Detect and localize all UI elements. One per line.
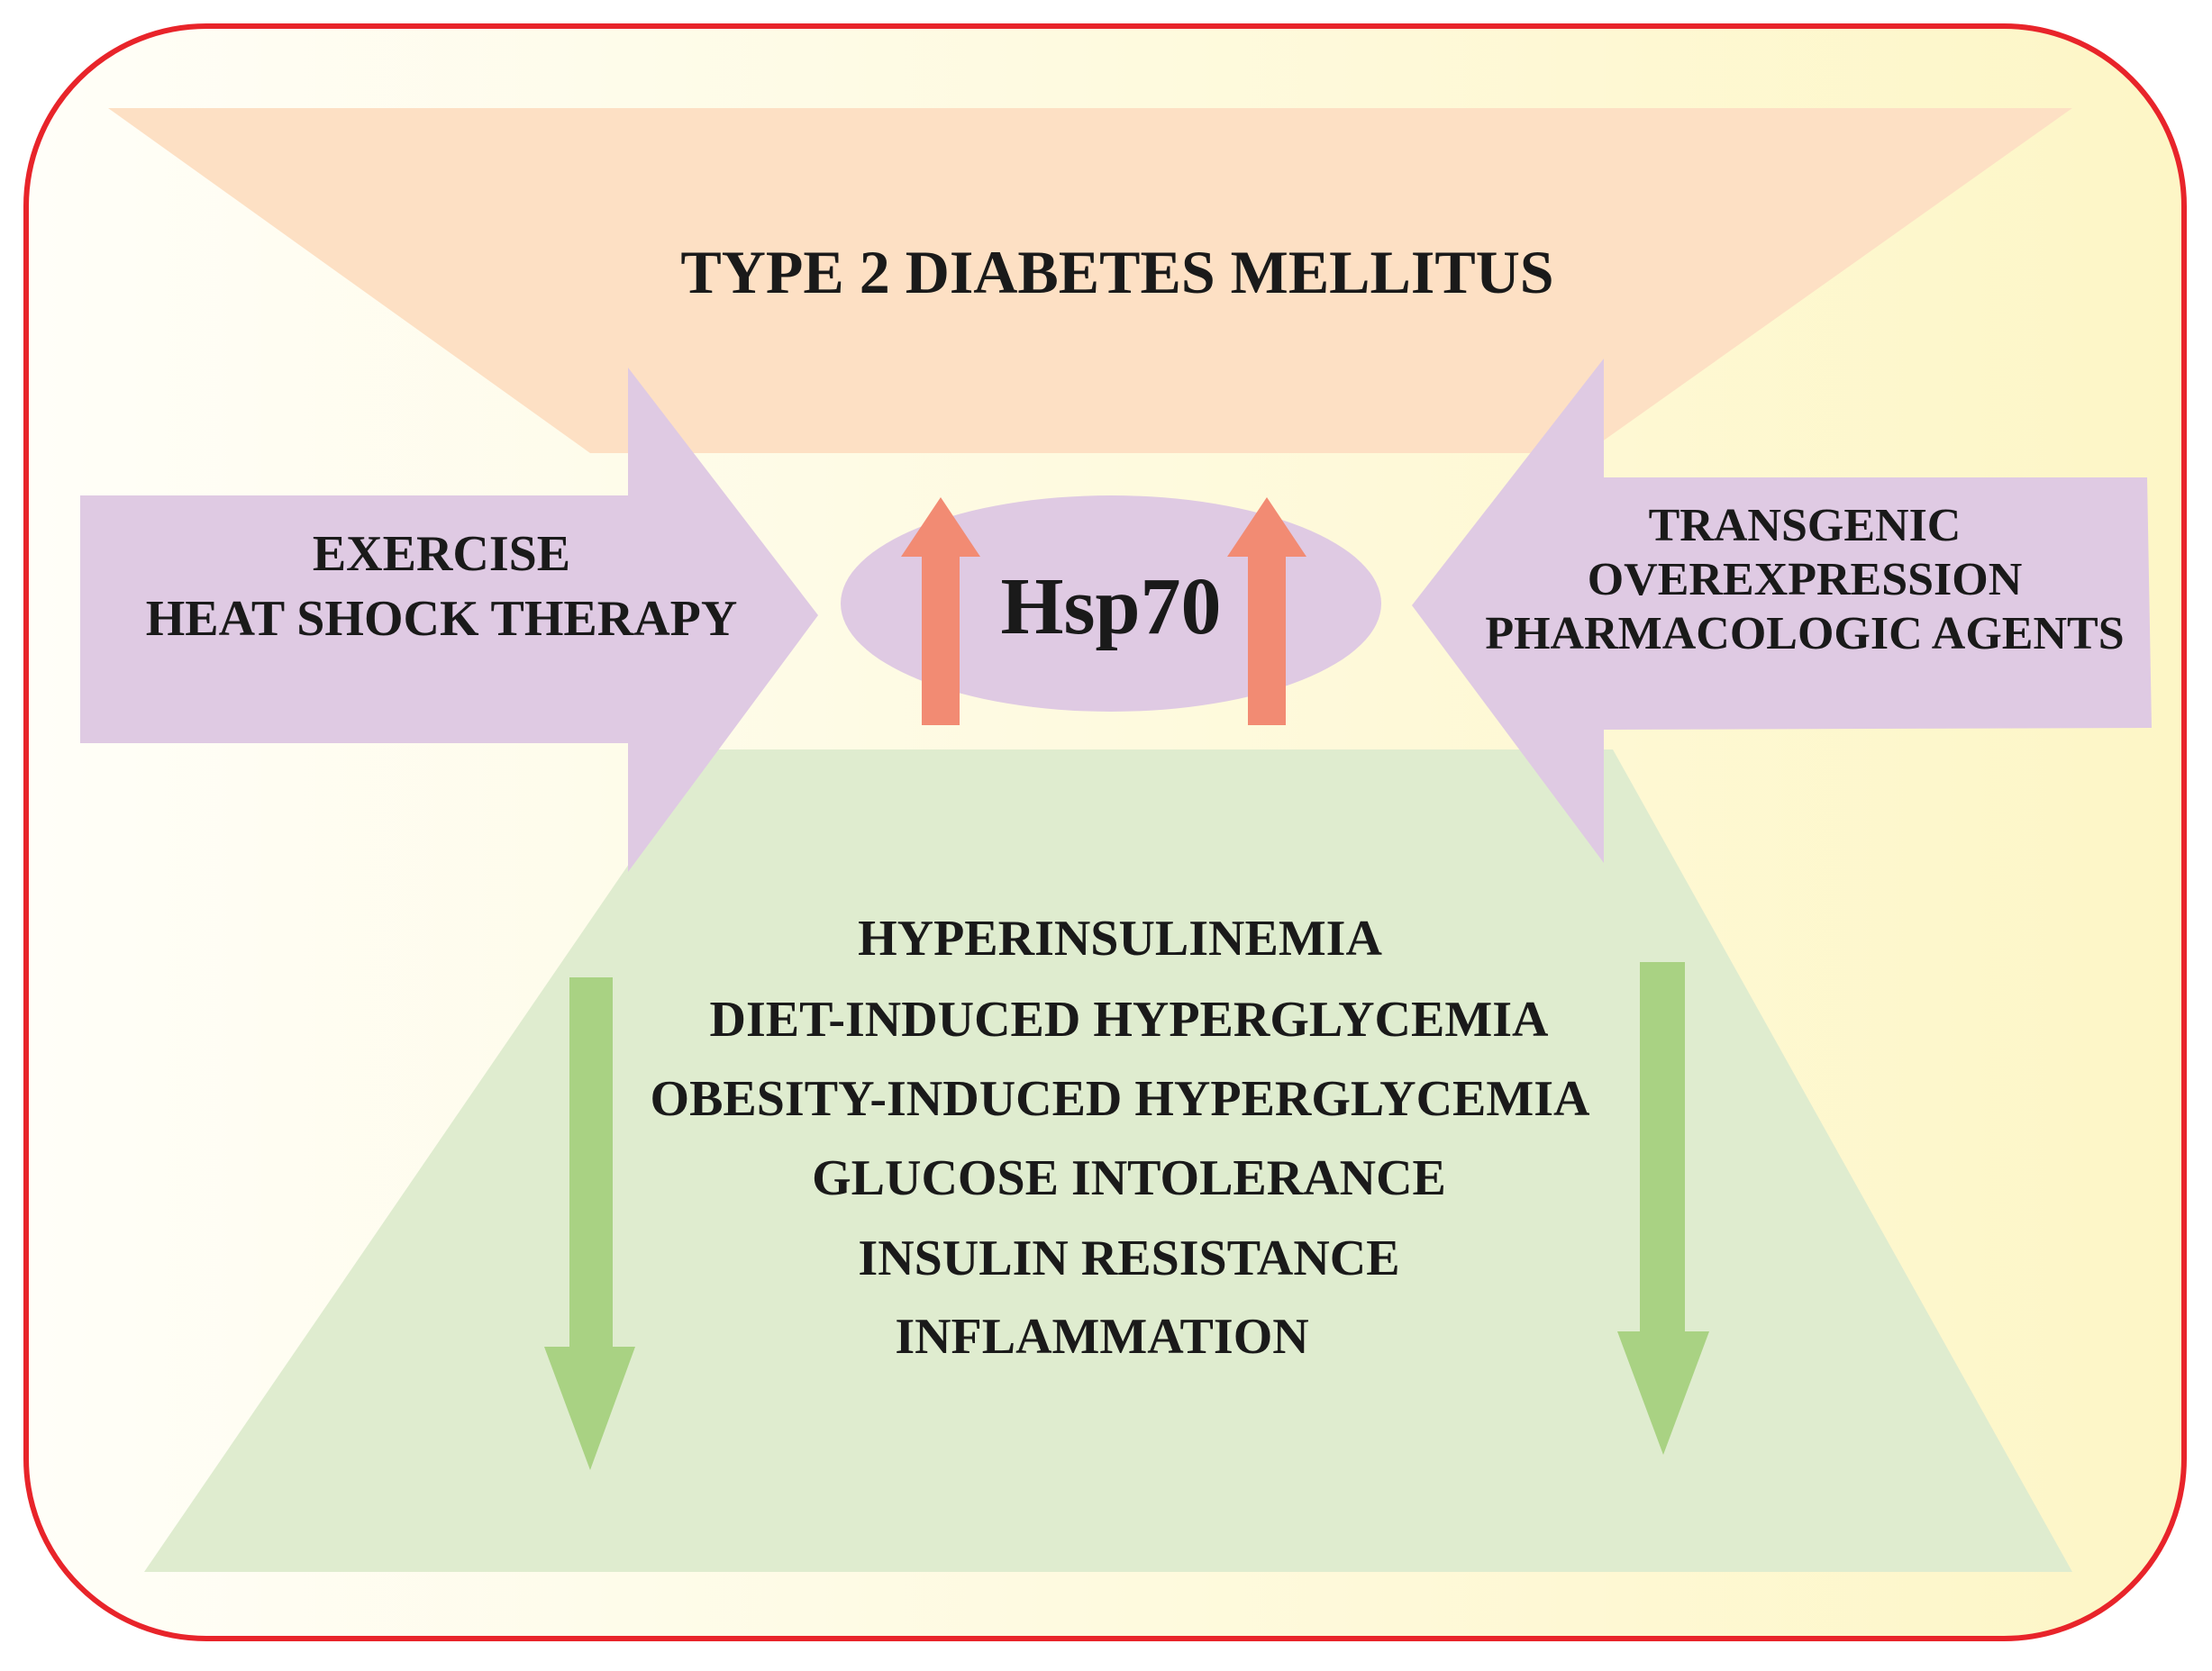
diagram-title: TYPE 2 DIABETES MELLITUS (680, 238, 1553, 306)
left-arrow-line-1: EXERCISE (313, 526, 570, 582)
top-trapezoid (108, 108, 2072, 453)
right-arrow-line-1: TRANSGENIC (1649, 500, 1962, 551)
outcome-item: HYPERINSULINEMIA (858, 911, 1382, 967)
left-purple-arrow (80, 368, 818, 872)
outcome-item: DIET-INDUCED HYPERGLYCEMIA (710, 992, 1549, 1048)
outcome-item: GLUCOSE INTOLERANCE (812, 1150, 1446, 1206)
outcome-item: INSULIN RESISTANCE (858, 1231, 1399, 1286)
outcome-item: INFLAMMATION (895, 1309, 1308, 1365)
right-arrow-line-2: OVEREXPRESSION (1588, 554, 2023, 605)
hsp70-label: Hsp70 (1000, 562, 1221, 651)
right-purple-arrow (1412, 359, 2152, 863)
left-arrow-line-2: HEAT SHOCK THERAPY (146, 591, 738, 647)
down-arrow-icon (544, 977, 635, 1470)
right-arrow-line-3: PHARMACOLOGIC AGENTS (1485, 608, 2124, 659)
outcome-item: OBESITY-INDUCED HYPERGLYCEMIA (651, 1071, 1591, 1127)
up-arrow-icon (1227, 497, 1306, 725)
outcome-list: HYPERINSULINEMIA DIET-INDUCED HYPERGLYCE… (651, 911, 1591, 1365)
down-arrow-icon (1617, 962, 1709, 1455)
up-arrow-icon (901, 497, 980, 725)
